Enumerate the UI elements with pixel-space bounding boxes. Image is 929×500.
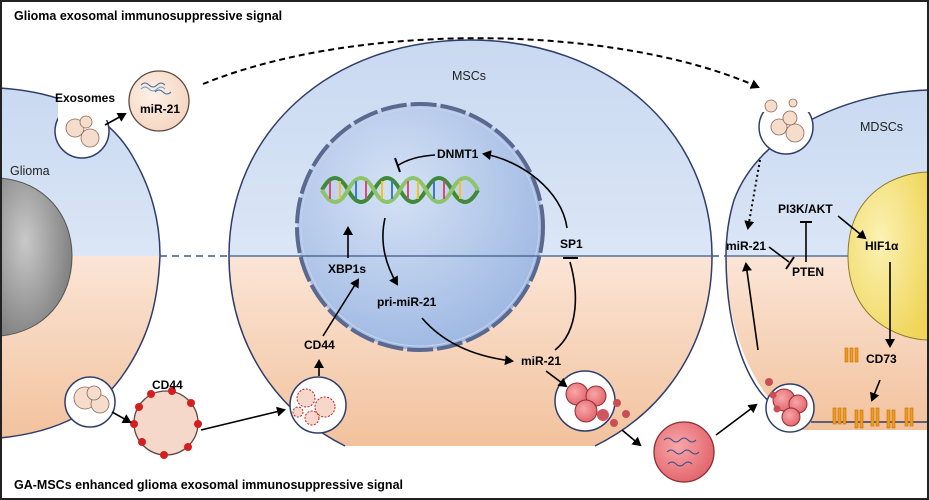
pi3k-akt-label: PI3K/AKT xyxy=(778,202,833,216)
msc-release-pocket xyxy=(554,370,630,432)
sp1-label: SP1 xyxy=(560,237,583,251)
mir21-red-exosome xyxy=(653,421,715,483)
mscs-label: MSCs xyxy=(452,69,487,83)
cd44-msc-label: CD44 xyxy=(304,338,335,352)
glioma-label: Glioma xyxy=(10,164,50,178)
exosomes-label: Exosomes xyxy=(55,91,116,105)
pten-label: PTEN xyxy=(792,265,825,279)
dnmt1-label: DNMT1 xyxy=(437,147,479,161)
mir21-mdsc-label: miR-21 xyxy=(726,239,767,253)
mdsc-exosome-pocket-top xyxy=(758,92,814,155)
msc-nucleus xyxy=(295,102,545,352)
bottom-title: GA-MSCs enhanced glioma exosomal immunos… xyxy=(14,478,403,492)
cd73-receptors-icon xyxy=(832,407,914,429)
pathway-arrows xyxy=(104,37,895,447)
mdsc-cell xyxy=(725,89,929,430)
cd44-exosome-label: CD44 xyxy=(152,378,183,392)
top-title: Glioma exosomal immunosuppressive signal xyxy=(14,9,283,23)
dna-helix-icon xyxy=(320,176,480,204)
mdscs-label: MDSCs xyxy=(860,120,904,134)
cd73-label: CD73 xyxy=(866,352,897,366)
cd73-receptor-cytoplasm-icon xyxy=(844,347,859,363)
glioma-exosome-pocket-bottom xyxy=(64,376,116,428)
mdsc-exosome-pocket-bottom xyxy=(765,378,815,433)
pri-mir21-label: pri-miR-21 xyxy=(377,295,437,309)
glioma-cell xyxy=(0,87,161,439)
mir21-exosome xyxy=(128,70,190,132)
msc-uptake-pocket xyxy=(289,376,347,434)
glioma-exosome-pocket-top xyxy=(54,98,110,159)
xbp1s-label: XBP1s xyxy=(328,262,367,276)
cd44-exosome xyxy=(130,387,202,459)
hif1a-label: HIF1α xyxy=(865,239,899,253)
mir21-msc-label: miR-21 xyxy=(521,354,562,368)
mir21-vesicle-label: miR-21 xyxy=(140,102,181,116)
